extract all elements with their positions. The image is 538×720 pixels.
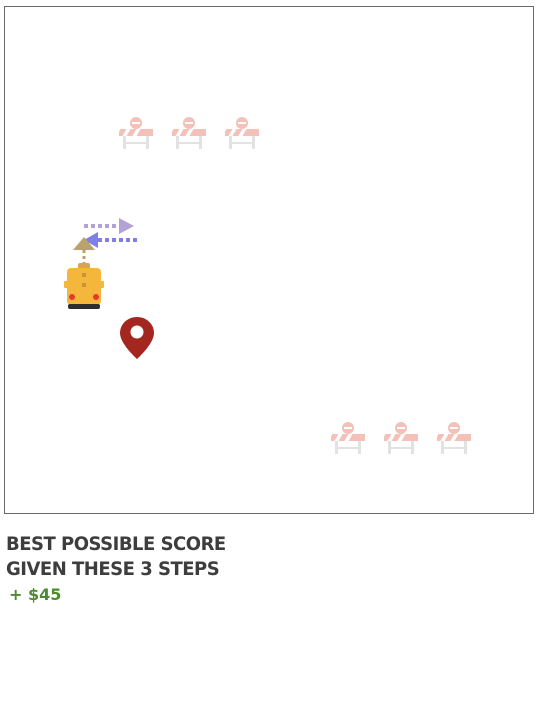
move-left-arrow-icon	[84, 232, 137, 248]
game-board	[4, 6, 534, 514]
road-barrier-icon	[330, 422, 365, 454]
road-barrier-icon	[383, 422, 418, 454]
road-barrier-icon	[224, 117, 259, 149]
score-caption-line2: GIVEN THESE 3 STEPS	[6, 558, 220, 581]
road-barrier-icon	[436, 422, 471, 454]
move-right-arrow-icon	[84, 218, 134, 234]
road-barrier-icon	[118, 117, 153, 149]
score-caption-line1: BEST POSSIBLE SCORE	[6, 533, 226, 556]
school-bus-icon	[64, 263, 104, 309]
map-pin-icon	[120, 317, 154, 359]
road-barrier-icon	[171, 117, 206, 149]
score-value: + $45	[9, 585, 62, 604]
